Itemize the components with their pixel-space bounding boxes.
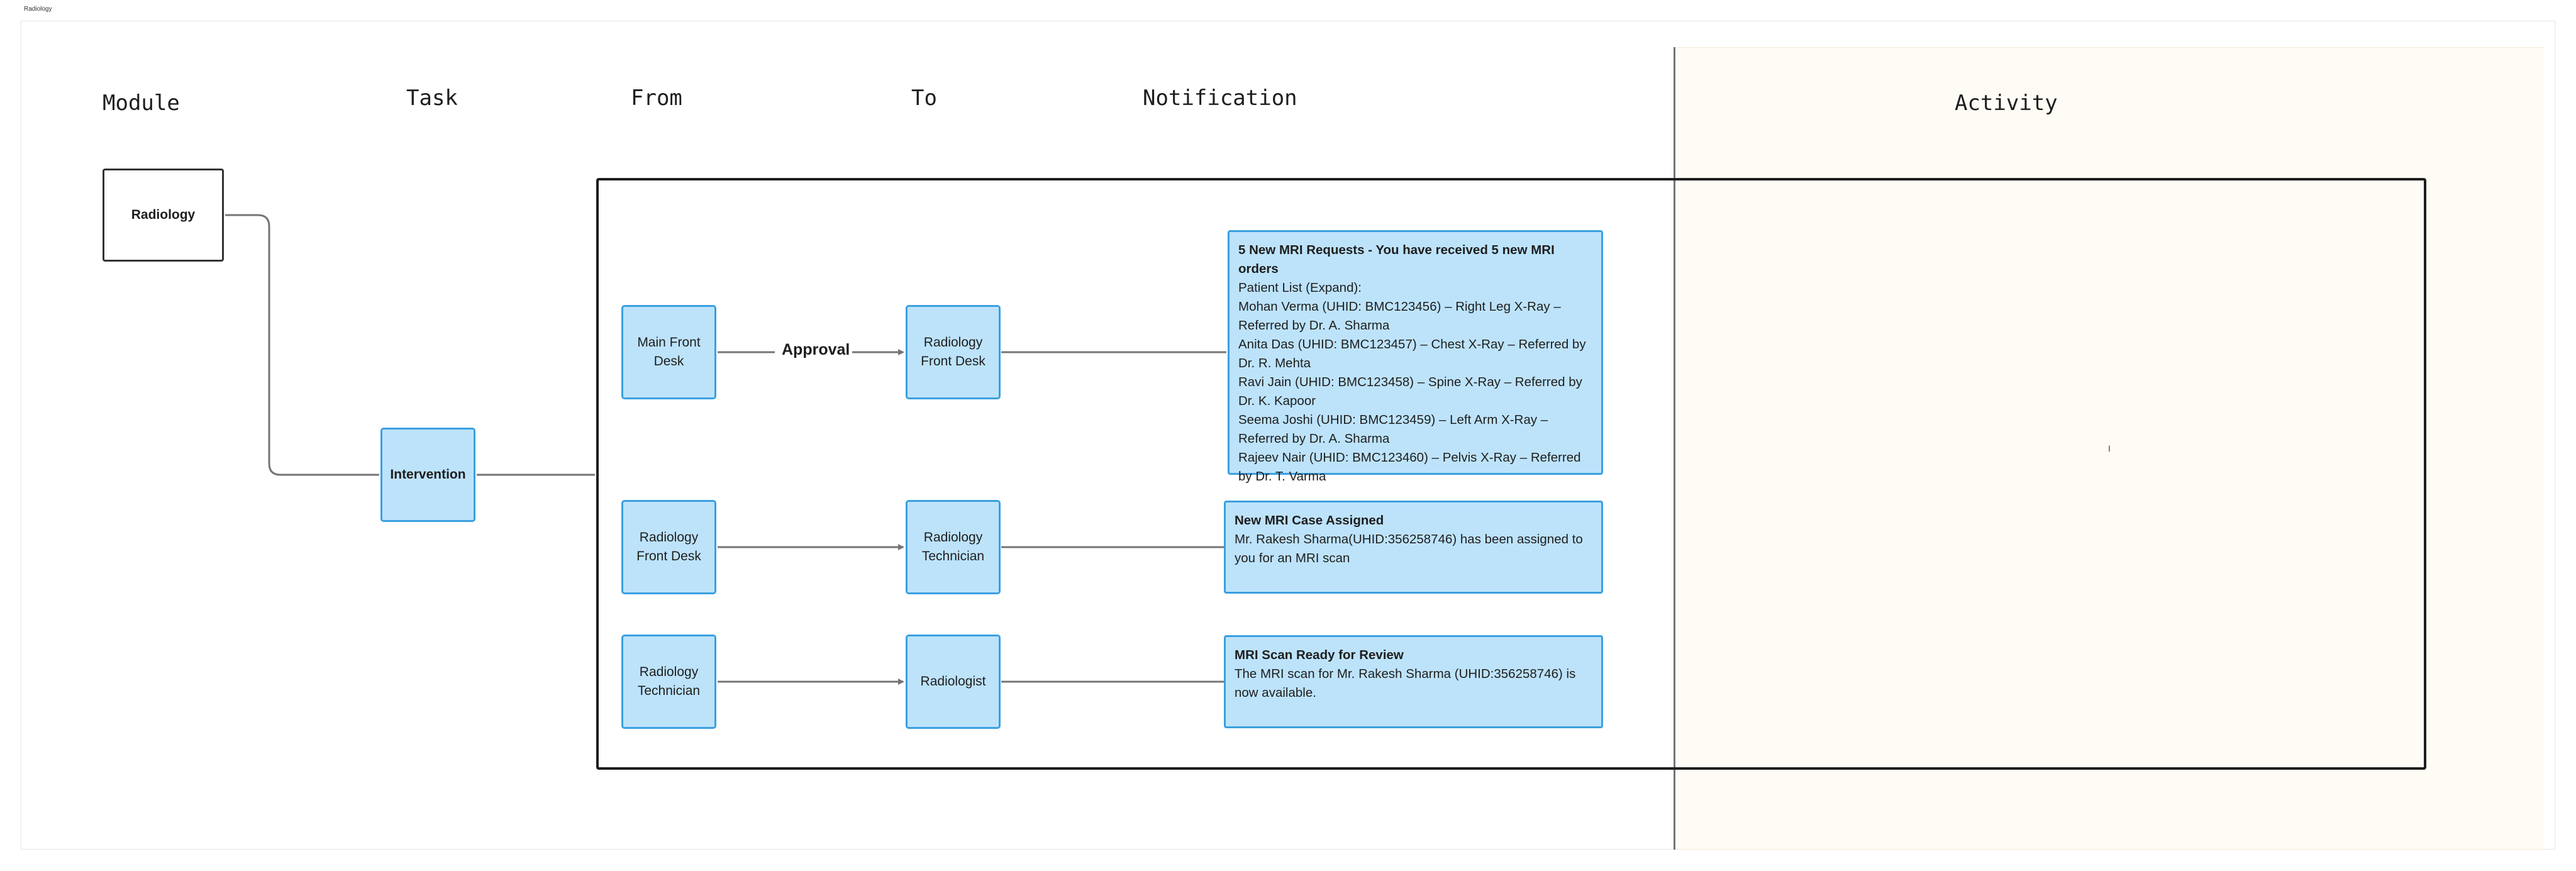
notification-case-assigned[interactable]: New MRI Case Assigned Mr. Rakesh Sharma(…	[1224, 501, 1603, 594]
frame-label: Radiology	[24, 6, 52, 13]
notification-line: Ravi Jain (UHID: BMC123458) – Spine X-Ra…	[1238, 375, 1582, 408]
header-to: To	[911, 86, 937, 111]
notification-line: Seema Joshi (UHID: BMC123459) – Left Arm…	[1238, 413, 1548, 446]
notification-line: Anita Das (UHID: BMC123457) – Chest X-Ra…	[1238, 337, 1586, 370]
header-activity: Activity	[1955, 91, 2058, 116]
workflow-container	[596, 178, 2426, 770]
notification-title: New MRI Case Assigned	[1235, 513, 1384, 528]
notification-title: MRI Scan Ready for Review	[1235, 648, 1404, 662]
notification-line: Mohan Verma (UHID: BMC123456) – Right Le…	[1238, 299, 1561, 333]
notification-mri-requests[interactable]: 5 New MRI Requests - You have received 5…	[1228, 230, 1603, 484]
notification-line: Rajeev Nair (UHID: BMC123460) – Pelvis X…	[1238, 450, 1581, 484]
to-node-radiology-front-desk[interactable]: Radiology Front Desk	[906, 305, 1001, 399]
header-notification: Notification	[1143, 86, 1297, 111]
notification-line: Patient List (Expand):	[1238, 280, 1362, 295]
from-node-main-front-desk[interactable]: Main Front Desk	[621, 305, 716, 399]
notification-body: Mr. Rakesh Sharma(UHID:356258746) has be…	[1235, 532, 1583, 565]
header-task: Task	[406, 86, 458, 111]
header-from: From	[631, 86, 682, 111]
to-node-radiologist[interactable]: Radiologist	[906, 635, 1001, 729]
from-node-radiology-technician[interactable]: Radiology Technician	[621, 635, 716, 729]
notification-body: The MRI scan for Mr. Rakesh Sharma (UHID…	[1235, 667, 1576, 700]
header-module: Module	[103, 91, 180, 116]
notification-scan-ready[interactable]: MRI Scan Ready for Review The MRI scan f…	[1224, 635, 1603, 728]
to-node-radiology-technician[interactable]: Radiology Technician	[906, 500, 1001, 594]
from-node-radiology-front-desk[interactable]: Radiology Front Desk	[621, 500, 716, 594]
diagram-frame	[21, 21, 2555, 850]
notification-title: 5 New MRI Requests - You have received 5…	[1238, 243, 1555, 276]
task-intervention[interactable]: Intervention	[380, 428, 475, 522]
text-cursor-icon: I	[2108, 443, 2111, 453]
lane-divider	[1674, 47, 1675, 850]
module-radiology[interactable]: Radiology	[103, 169, 224, 262]
edge-label-approval: Approval	[779, 341, 853, 359]
